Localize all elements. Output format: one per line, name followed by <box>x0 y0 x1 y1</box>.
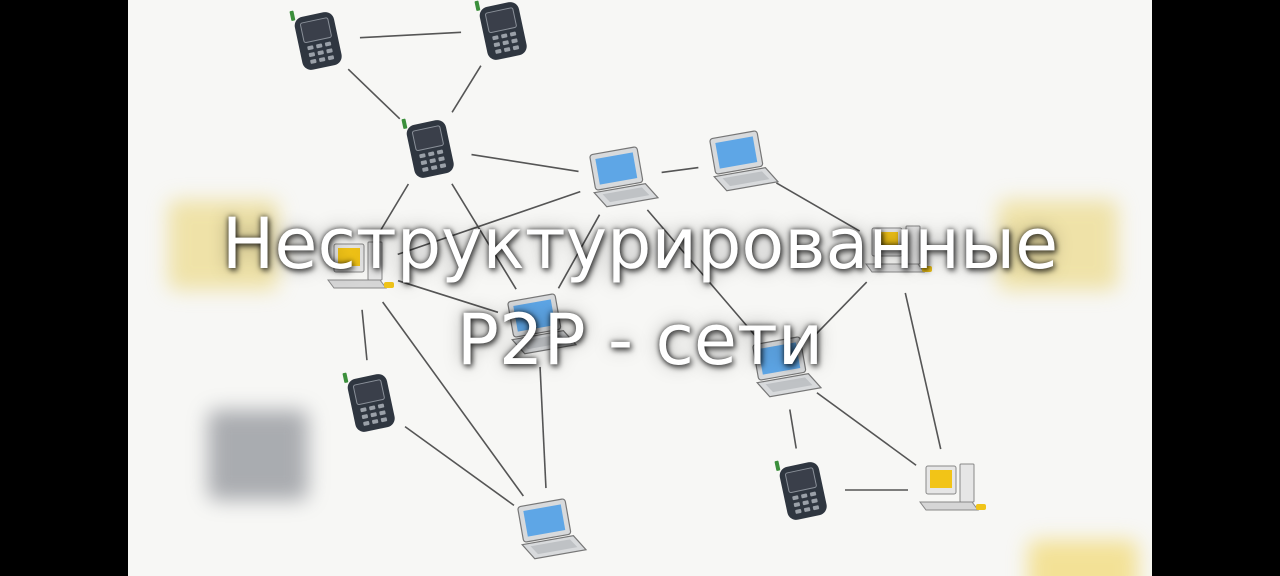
network-link <box>816 392 917 466</box>
blurred-backdrop-left-low <box>208 410 308 500</box>
network-link <box>359 31 462 39</box>
title-line-1: Неструктурированные <box>221 203 1059 285</box>
phone-icon <box>774 460 827 520</box>
blurred-backdrop-right-low <box>1028 540 1138 576</box>
title-line-2: P2P - сети <box>456 299 824 381</box>
network-link <box>471 153 579 173</box>
network-link <box>904 292 942 450</box>
desktop-icon <box>919 463 986 511</box>
network-link <box>397 190 581 256</box>
desktop-icon <box>865 225 932 273</box>
network-link <box>404 425 515 507</box>
network-link <box>661 166 699 174</box>
network-link <box>378 183 410 233</box>
slide-title: Неструктурированные P2P - сети <box>128 196 1152 388</box>
network-link <box>557 214 601 289</box>
network-link <box>382 301 524 497</box>
network-link <box>646 209 757 337</box>
laptop-icon <box>589 146 660 208</box>
phone-icon <box>289 10 342 70</box>
network-link <box>539 366 547 489</box>
network-link <box>397 279 499 314</box>
network-link <box>789 409 797 449</box>
blurred-backdrop-left <box>168 200 278 290</box>
slide: Неструктурированные P2P - сети <box>128 0 1152 576</box>
phone-icon <box>474 0 527 60</box>
network-link <box>811 281 868 339</box>
phone-icon <box>401 118 454 178</box>
p2p-network-diagram <box>289 0 986 560</box>
desktop-icon <box>327 241 394 289</box>
laptop-icon <box>752 336 823 398</box>
network-link <box>361 309 368 361</box>
network-link <box>451 65 482 113</box>
laptop-icon <box>709 130 780 192</box>
network-links <box>347 31 942 507</box>
phone-icon <box>342 372 395 432</box>
network-link <box>451 183 517 290</box>
laptop-icon <box>507 293 578 355</box>
network-nodes <box>289 0 986 560</box>
network-link <box>347 68 401 120</box>
laptop-icon <box>517 498 588 560</box>
network-link <box>775 182 861 232</box>
blurred-backdrop-right <box>998 200 1118 290</box>
